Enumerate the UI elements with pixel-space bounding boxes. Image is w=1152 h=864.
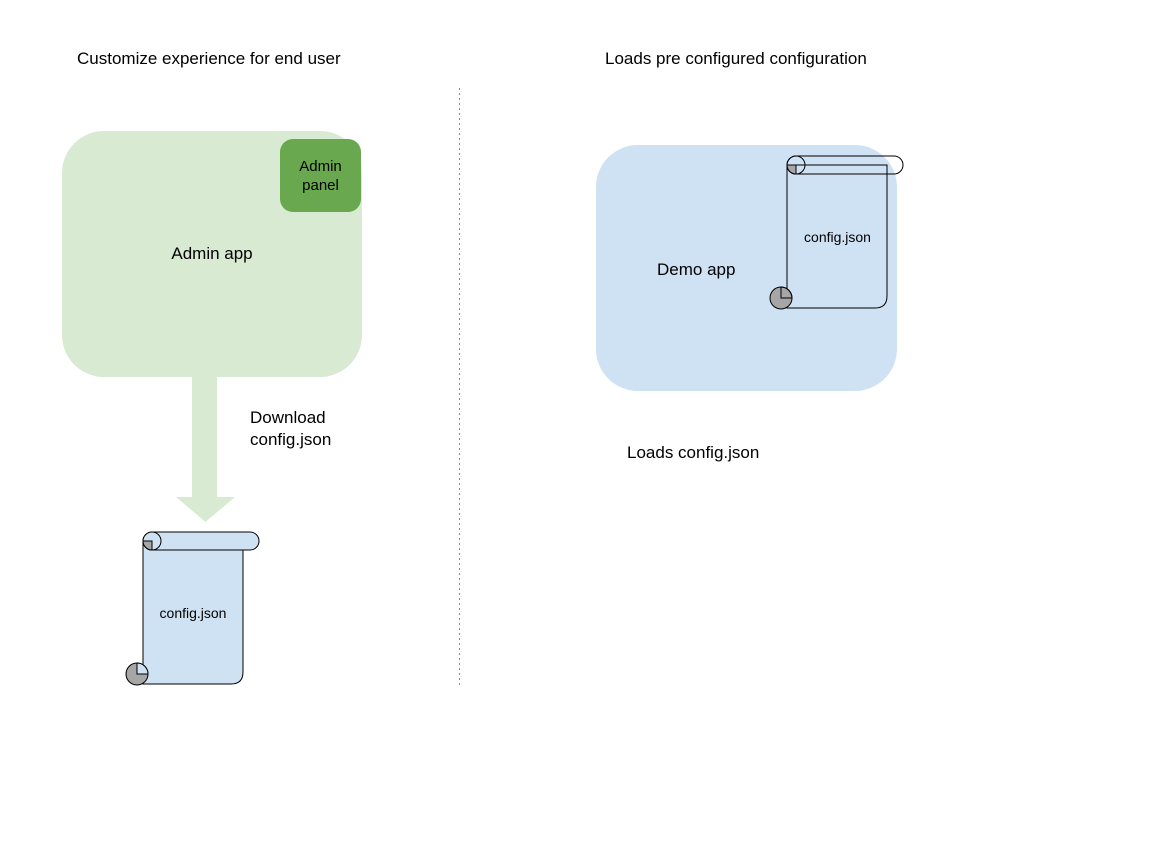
down-arrow-shape	[176, 375, 235, 522]
scroll-body	[142, 540, 244, 685]
demo-app-box	[596, 145, 897, 391]
section-divider	[459, 88, 460, 688]
config-json-label-left: config.json	[159, 605, 227, 621]
download-config-label: Download config.json	[250, 408, 332, 449]
left-section-title: Customize experience for end user	[77, 49, 341, 68]
scroll-body	[786, 164, 888, 309]
right-section-title: Loads pre configured configuration	[605, 49, 867, 68]
admin-app-label: Admin app	[171, 244, 253, 263]
config-json-scroll-right	[769, 155, 904, 310]
scroll-bottom-curl-notch	[780, 286, 793, 299]
scroll-top-curl-shade	[142, 540, 153, 551]
loads-config-caption: Loads config.json	[627, 443, 760, 462]
scroll-top-curl-shade	[786, 164, 797, 175]
config-json-label-right: config.json	[804, 229, 871, 245]
scroll-bottom-curl-notch	[136, 662, 149, 675]
admin-panel-label: Admin panel	[299, 157, 342, 194]
config-json-scroll-left	[125, 531, 260, 686]
admin-panel-box: Admin panel	[280, 139, 361, 212]
download-arrow-icon	[176, 375, 235, 522]
demo-app-label: Demo app	[657, 260, 736, 279]
